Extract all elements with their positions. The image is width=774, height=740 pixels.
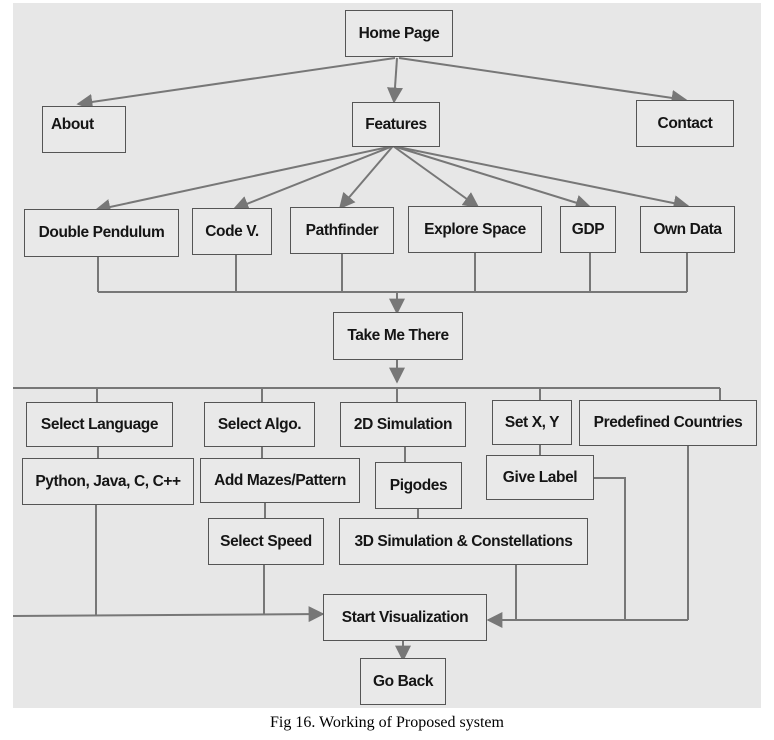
arrow-features-pathfinder [338,145,394,210]
double-pendulum-node: Double Pendulum [24,209,179,257]
about-node: About [42,106,126,153]
arrow-home-contact [398,57,688,106]
figure-caption: Fig 16. Working of Proposed system [270,714,504,731]
home-page-node: Home Page [345,10,453,57]
2d-simulation-node: 2D Simulation [340,402,466,447]
pigodes-node: Pigodes [375,462,462,509]
take-me-there-node: Take Me There [333,312,463,360]
languages-node: Python, Java, C, C++ [22,458,194,505]
add-mazes-node: Add Mazes/Pattern [200,458,360,503]
select-language-node: Select Language [26,402,173,447]
code-v-node: Code V. [192,208,272,255]
select-speed-node: Select Speed [208,518,324,565]
pathfinder-node: Pathfinder [290,207,394,254]
contact-node: Contact [636,100,734,147]
arrow-features-double-pendulum [94,145,394,215]
own-data-node: Own Data [640,206,735,253]
select-algo-node: Select Algo. [204,402,315,447]
give-label-node: Give Label [486,455,594,500]
go-back-node: Go Back [360,658,446,705]
features-node: Features [352,102,440,147]
arrow-features-code-v [232,145,394,212]
arrow-home-about [76,57,396,110]
arrow-features-explore-space [392,145,480,208]
arrow-home-features [386,57,403,104]
arrow-features-own-data [392,145,690,211]
set-xy-node: Set X, Y [492,400,572,445]
gdp-node: GDP [560,206,616,253]
predefined-countries-node: Predefined Countries [579,400,757,446]
explore-space-node: Explore Space [408,206,542,253]
arrow-features-gdp [392,145,592,211]
start-visualization-node: Start Visualization [323,594,487,641]
3d-simulation-node: 3D Simulation & Constellations [339,518,588,565]
arrow-left-to-start [12,606,325,623]
